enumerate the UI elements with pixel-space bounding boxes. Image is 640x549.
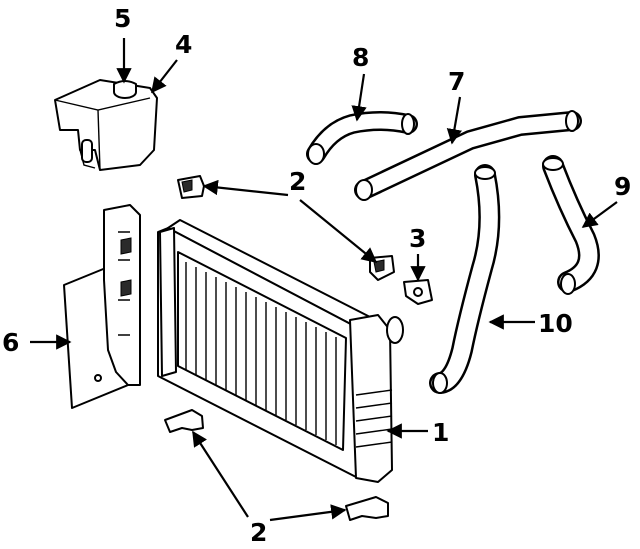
callout-1: 1	[432, 418, 449, 447]
leader-4	[151, 59, 178, 94]
hose-right	[542, 155, 600, 295]
callout-5: 5	[114, 4, 131, 33]
coolant-reservoir	[54, 79, 158, 171]
leader-8	[351, 73, 367, 122]
callout-8: 8	[352, 43, 369, 72]
leader-9	[581, 201, 618, 228]
hose-upper	[306, 111, 418, 165]
drain-fitting	[403, 279, 433, 305]
leader-2-top-a	[202, 179, 289, 197]
callout-10: 10	[538, 309, 573, 338]
hose-lower	[429, 164, 501, 394]
callout-6: 6	[2, 328, 19, 357]
leader-7	[446, 96, 462, 145]
callout-3: 3	[409, 224, 426, 253]
callout-9: 9	[614, 172, 631, 201]
leader-2-top-b	[299, 199, 378, 263]
callout-7: 7	[448, 67, 465, 96]
mounting-clip-bottom-left	[164, 409, 204, 433]
leader-2-bottom-b	[269, 504, 347, 522]
leader-2-bottom-a	[192, 430, 249, 518]
radiator	[157, 219, 404, 483]
hose-long	[354, 110, 582, 201]
callout-4: 4	[175, 30, 192, 59]
leader-lines	[30, 38, 618, 522]
mounting-clip-bottom-right	[345, 496, 389, 521]
mounting-clip-top-left	[177, 175, 205, 199]
callout-2-bottom: 2	[250, 518, 267, 547]
reservoir-cap	[113, 80, 137, 99]
air-baffle	[63, 204, 141, 409]
callout-2-top: 2	[289, 167, 306, 196]
callout-labels: 5 4 8 7 2 3 9 6 10 1 2	[2, 4, 631, 547]
